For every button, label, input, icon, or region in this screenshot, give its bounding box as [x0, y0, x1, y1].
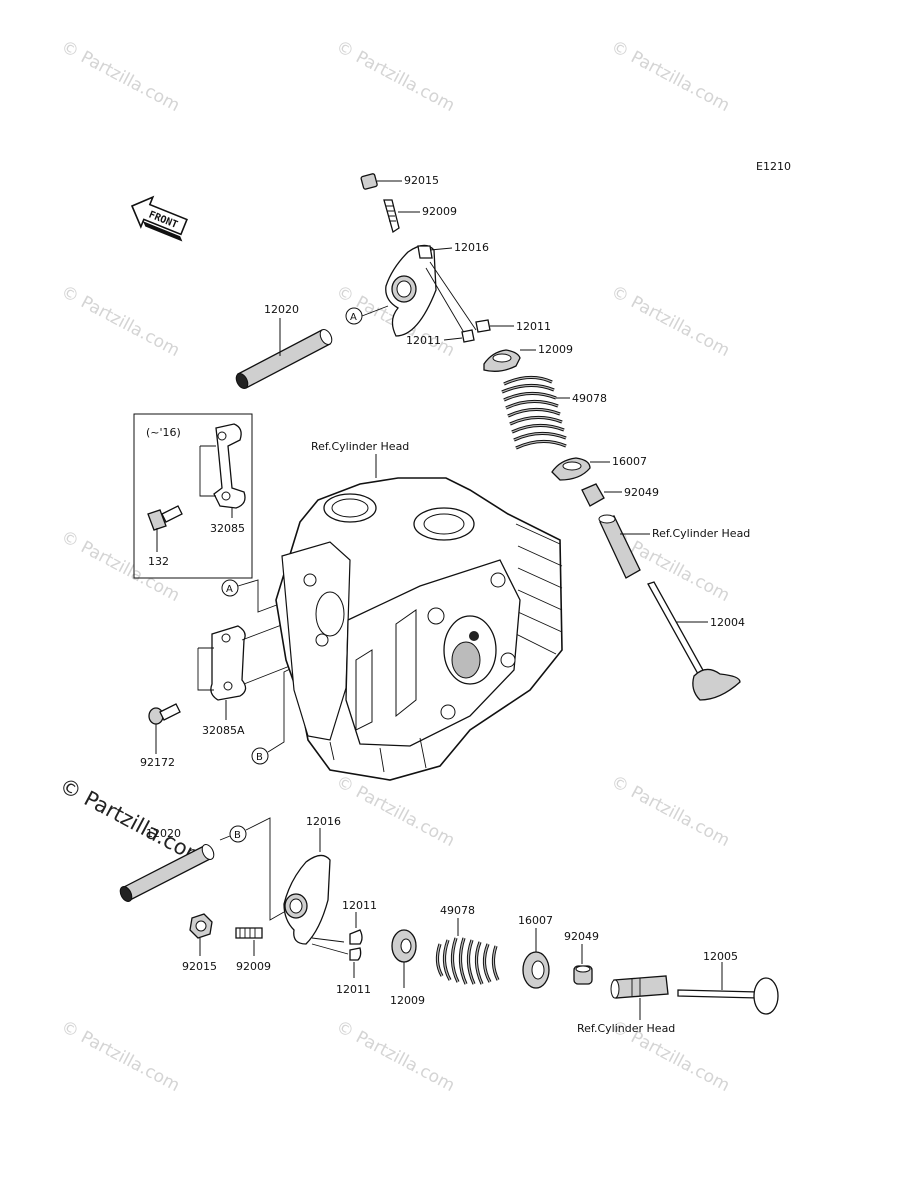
part-label: 12020 [264, 303, 299, 316]
watermark-text: © Partzilla.com [333, 1017, 458, 1096]
part-label: 132 [148, 555, 169, 568]
watermark-text: © Partzilla.com [333, 37, 458, 116]
part-92172: 92172 [140, 703, 181, 769]
watermark-text: © Partzilla.com [333, 772, 458, 851]
part-valve-guide-top: Ref.Cylinder Head [598, 514, 750, 579]
part-label: 12009 [390, 994, 425, 1007]
part-49078-bottom: 49078 [435, 904, 500, 985]
marker-a-top: A [345, 305, 389, 325]
ref-label-valve-guide-top: Ref.Cylinder Head [652, 527, 750, 540]
inset-box: (~'16) 32085 132 [133, 413, 253, 579]
part-label: 12016 [454, 241, 489, 254]
part-12016-top: 12016 [385, 241, 489, 337]
part-label: 12016 [306, 815, 341, 828]
watermark-text: © Partzilla.com [608, 772, 733, 851]
part-32085A: 32085A [197, 617, 301, 737]
part-12020-bottom: 12020 [119, 827, 215, 902]
marker-b-bottom: B [219, 817, 285, 921]
watermark-text: © Partzilla.com [58, 1017, 183, 1096]
part-12011-bottom: 12011 12011 [336, 899, 377, 996]
inset-label: (~'16) [146, 426, 181, 439]
diagram-code: E1210 [756, 160, 791, 173]
part-label: 12004 [710, 616, 745, 629]
part-92009-top: 92009 [383, 199, 457, 234]
part-12009-bottom: 12009 [390, 929, 425, 1007]
part-label: 32085 [210, 522, 245, 535]
part-label: 92009 [236, 960, 271, 973]
part-92015-top: 92015 [360, 173, 439, 190]
part-label: 92009 [422, 205, 457, 218]
part-12020-top: 12020 [235, 303, 333, 389]
part-label: 12009 [538, 343, 573, 356]
part-label: 12011 [342, 899, 377, 912]
part-label: 49078 [440, 904, 475, 917]
part-12016-bottom: 12016 [283, 815, 349, 955]
part-label: 92049 [564, 930, 599, 943]
part-label: 12005 [703, 950, 738, 963]
part-12004-top: 12004 [647, 581, 745, 701]
ref-label-cylinder-head: Ref.Cylinder Head [311, 440, 409, 453]
part-label: 16007 [612, 455, 647, 468]
watermark-text: © Partzilla.com [608, 37, 733, 116]
part-label: 92049 [624, 486, 659, 499]
part-label: 92015 [404, 174, 439, 187]
part-92049-top: 92049 [581, 483, 659, 507]
svg-text:B: B [234, 830, 241, 841]
part-92015-bottom: 92015 [182, 913, 217, 973]
part-label: 49078 [572, 392, 607, 405]
part-49078-top: 49078 [501, 375, 607, 450]
part-16007-bottom: 16007 [518, 914, 553, 989]
part-label: 92015 [182, 960, 217, 973]
part-label: 92172 [140, 756, 175, 769]
watermark-text: © Partzilla.com [58, 37, 183, 116]
part-label: 16007 [518, 914, 553, 927]
part-label: 12011 [516, 320, 551, 333]
part-label: 12020 [146, 827, 181, 840]
part-16007-top: 16007 [551, 455, 647, 481]
part-label: 32085A [202, 724, 245, 737]
part-label: 12011 [406, 334, 441, 347]
front-arrow-icon: FRONT [130, 195, 188, 242]
part-92009-bottom: 92009 [235, 927, 271, 973]
part-92049-bottom: 92049 [564, 930, 599, 985]
svg-text:A: A [350, 312, 357, 323]
part-12009-top: 12009 [483, 343, 573, 372]
watermark-text: © Partzilla.com [58, 282, 183, 361]
watermark-text: © Partzilla.com [608, 282, 733, 361]
svg-text:A: A [226, 584, 233, 595]
ref-label-valve-guide-bottom: Ref.Cylinder Head [577, 1022, 675, 1035]
part-12005-bottom: 12005 [677, 950, 779, 1015]
part-valve-guide-bottom: Ref.Cylinder Head [577, 975, 675, 1035]
cylinder-head: Ref.Cylinder Head [275, 440, 563, 781]
svg-text:B: B [256, 752, 263, 763]
marker-a-left: A [221, 579, 291, 613]
part-12011-top: 12011 12011 [406, 261, 551, 347]
part-label: 12011 [336, 983, 371, 996]
